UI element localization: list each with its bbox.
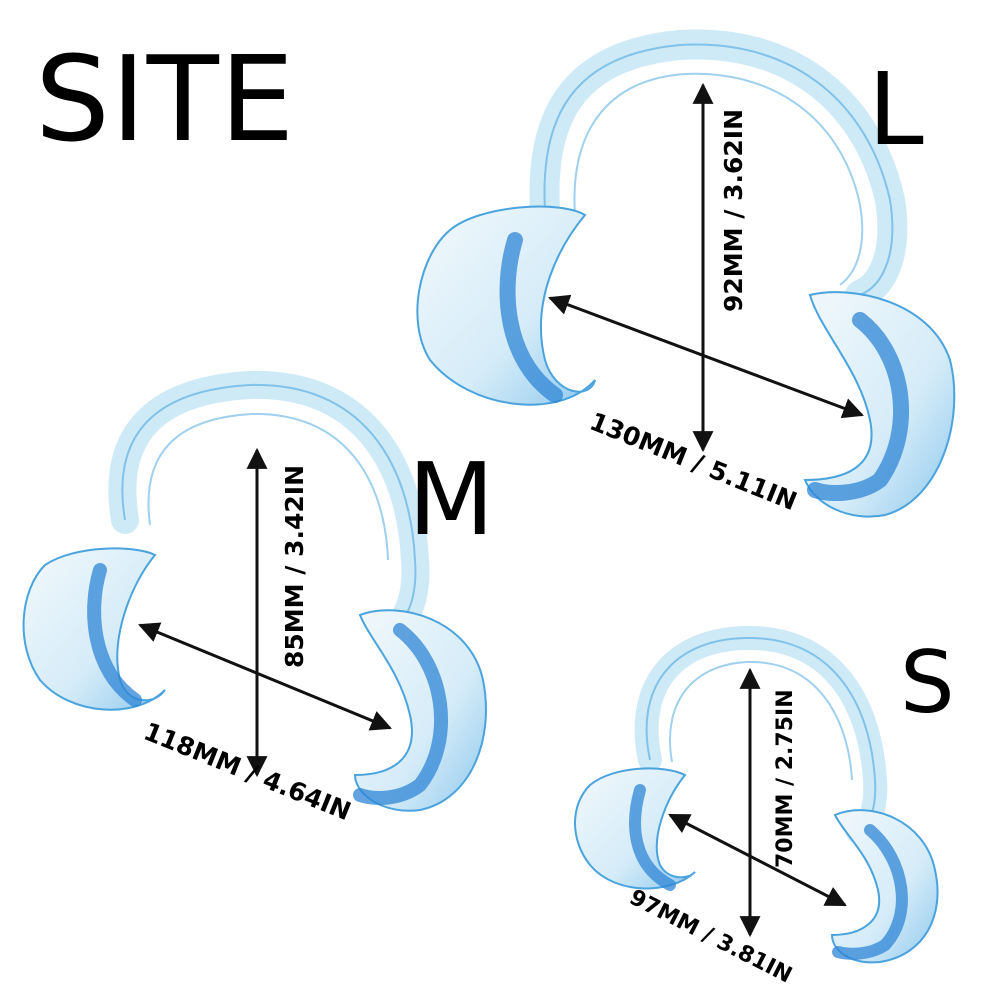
size-l-width-text: 130MM / 5.11IN: [586, 407, 801, 516]
size-m-height-text: 85MM / 3.42IN: [280, 465, 309, 668]
size-label-m: M: [408, 441, 495, 558]
size-label-s: S: [900, 633, 955, 733]
retractor-medium: [22, 370, 487, 812]
retractor-large: [416, 29, 956, 518]
size-l-height-text: 92MM / 3.62IN: [719, 109, 748, 312]
size-m-width-text: 118MM / 4.64IN: [140, 717, 355, 826]
page-title: SITE: [35, 30, 296, 168]
retractor-small: [574, 625, 939, 964]
size-label-l: L: [868, 51, 924, 168]
size-s-height-text: 70MM / 2.75IN: [773, 689, 798, 868]
size-s-width-text: 97MM / 3.81IN: [625, 885, 796, 988]
